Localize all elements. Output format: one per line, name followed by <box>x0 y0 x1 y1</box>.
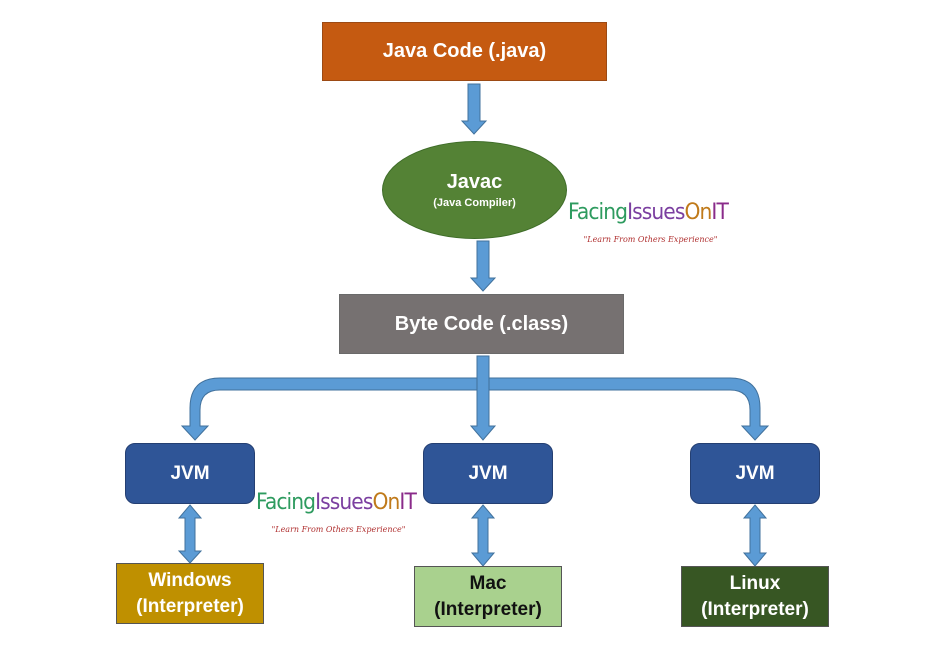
arrow-jvm-windows <box>177 504 203 564</box>
windows-interpreter-box: Windows (Interpreter) <box>116 563 264 624</box>
javac-title: Javac <box>446 171 503 193</box>
arrow-branch-middle <box>469 355 497 441</box>
watermark-logo: FacingIssuesOnIT "Learn From Others Expe… <box>568 200 733 244</box>
mac-interpreter-box: Mac (Interpreter) <box>414 566 562 627</box>
javac-subtitle: (Java Compiler) <box>433 197 516 209</box>
linux-interpreter-box: Linux (Interpreter) <box>681 566 829 627</box>
jvm-linux-box: JVM <box>690 443 820 504</box>
arrow-java-to-javac <box>460 83 488 135</box>
jvm-mac-box: JVM <box>423 443 553 504</box>
windows-role: (Interpreter) <box>136 595 244 617</box>
arrow-javac-to-bytecode <box>469 240 497 292</box>
arrow-branch-left <box>180 356 479 441</box>
watermark-tagline: "Learn From Others Experience" <box>271 525 406 534</box>
mac-role: (Interpreter) <box>434 598 542 620</box>
linux-label: Linux <box>729 572 781 594</box>
jvm-label: JVM <box>735 462 775 484</box>
mac-label: Mac <box>469 572 507 594</box>
jvm-label: JVM <box>170 462 210 484</box>
arrow-branch-right <box>487 377 770 441</box>
byte-code-box: Byte Code (.class) <box>339 294 624 354</box>
java-code-label: Java Code (.java) <box>382 40 547 62</box>
javac-ellipse: Javac (Java Compiler) <box>382 141 567 239</box>
arrow-jvm-mac <box>470 504 496 567</box>
watermark-brand: FacingIssuesOnIT <box>568 200 729 225</box>
jvm-label: JVM <box>468 462 508 484</box>
watermark-logo: FacingIssuesOnIT "Learn From Others Expe… <box>256 490 421 534</box>
byte-code-label: Byte Code (.class) <box>394 312 569 335</box>
watermark-brand: FacingIssuesOnIT <box>256 490 417 515</box>
java-code-box: Java Code (.java) <box>322 22 607 81</box>
watermark-tagline: "Learn From Others Experience" <box>583 235 718 244</box>
windows-label: Windows <box>148 569 232 591</box>
arrow-jvm-linux <box>742 504 768 567</box>
jvm-windows-box: JVM <box>125 443 255 504</box>
linux-role: (Interpreter) <box>701 598 809 620</box>
